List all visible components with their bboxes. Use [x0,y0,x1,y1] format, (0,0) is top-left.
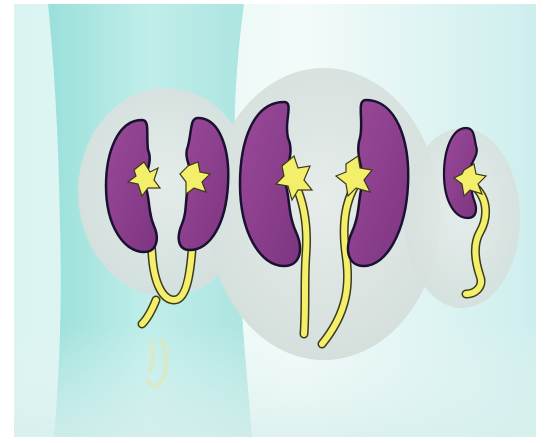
kidney-scene-svg [14,4,536,437]
illustration-canvas [14,4,536,437]
